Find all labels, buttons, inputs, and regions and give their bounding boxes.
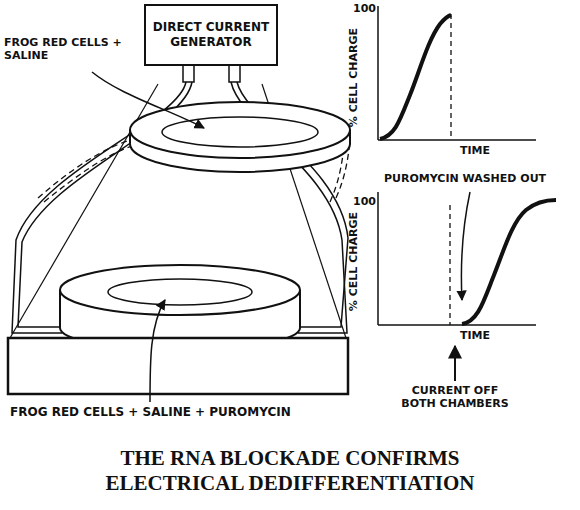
graph-top (378, 6, 536, 140)
annotation: PUROMYCIN WASHED OUT (384, 172, 574, 185)
box-text-group: DIRECT CURRENT GENERATOR (151, 20, 271, 50)
axis-label: % CELL CHARGE (347, 197, 360, 327)
diagram-title: THE RNA BLOCKADE CONFIRMS ELECTRICAL DED… (55, 446, 525, 496)
leader-line (92, 72, 204, 128)
box-label: DIRECT CURRENT GENERATOR (151, 20, 271, 50)
annotation: TIME (445, 144, 505, 157)
axis-value: 100 (346, 195, 376, 208)
annotation: CURRENT OFF BOTH CHAMBERS (395, 384, 515, 410)
annotation: FROG RED CELLS + SALINE + PUROMYCIN (10, 405, 355, 419)
annotation: FROG RED CELLS + SALINE (4, 36, 134, 62)
time-marker-arrow (454, 346, 456, 381)
leader-line (461, 192, 470, 300)
leader-line (150, 300, 165, 402)
axis-label: % CELL CHARGE (347, 13, 360, 143)
annotation: TIME (445, 329, 505, 342)
graph-bottom (378, 192, 556, 325)
upper-dish (130, 102, 350, 172)
base-platform (8, 338, 348, 394)
generator-box: DIRECT CURRENT GENERATOR (144, 4, 278, 66)
plugs (183, 64, 240, 82)
axis-value: 100 (346, 2, 376, 15)
